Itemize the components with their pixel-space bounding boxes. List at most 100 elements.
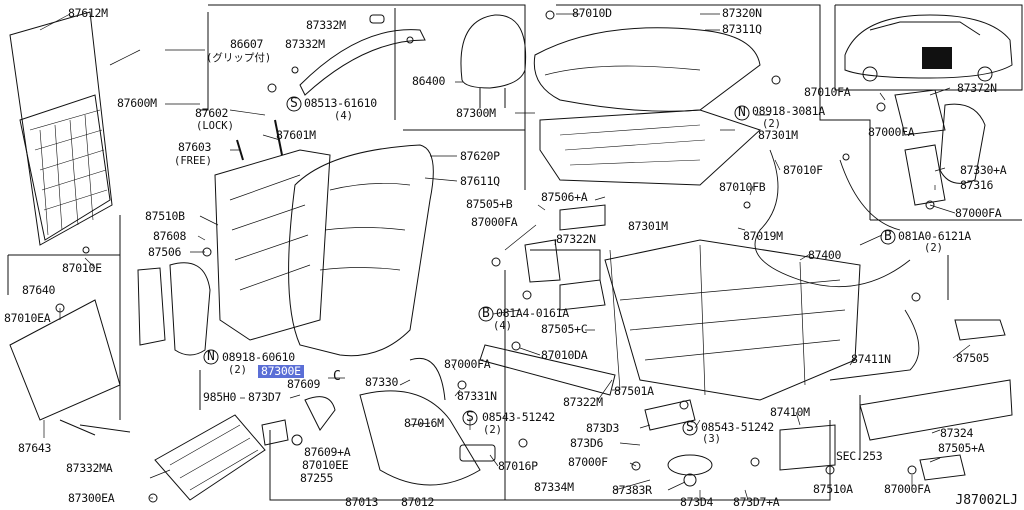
leader-frame-left <box>200 12 209 111</box>
part-label[interactable]: 87255 <box>300 471 334 485</box>
part-label[interactable]: 87322N <box>556 232 596 246</box>
lower-cover <box>9 299 121 421</box>
part-label[interactable]: 87300M <box>456 106 496 120</box>
part-label[interactable]: 081A4-0161A <box>496 306 569 320</box>
part-label[interactable]: 86400 <box>412 74 446 88</box>
part-label[interactable]: 87411N <box>851 352 891 366</box>
part-label[interactable]: 86607 <box>230 37 264 51</box>
part-label[interactable]: 87620P <box>460 149 500 163</box>
part-label[interactable]: 87602 <box>195 106 229 120</box>
rail-cover-left <box>479 344 616 396</box>
part-label[interactable]: 87400 <box>808 248 842 262</box>
part-label[interactable]: 87324 <box>940 426 974 440</box>
part-label[interactable]: 87320N <box>722 6 762 20</box>
prefix-s-2: S <box>466 410 474 425</box>
part-label[interactable]: 87372N <box>957 81 997 95</box>
head-rest <box>460 14 527 89</box>
section-reference[interactable]: SEC.253 <box>836 449 883 463</box>
part-label[interactable]: 87010EE <box>302 458 349 472</box>
part-label[interactable]: 87506+A <box>541 190 588 204</box>
part-label[interactable]: 87010F <box>783 163 823 177</box>
part-label[interactable]: 87334M <box>534 480 574 494</box>
part-label[interactable]: 87010DA <box>541 348 588 362</box>
part-label[interactable]: 87300EA <box>68 491 115 505</box>
part-label[interactable]: 08918-3081A <box>752 104 825 118</box>
part-label[interactable]: 873D7+A <box>733 495 780 509</box>
part-label[interactable]: 87609 <box>287 377 321 391</box>
part-label[interactable]: 87510B <box>145 209 185 223</box>
part-label[interactable]: 87311Q <box>722 22 762 36</box>
part-label[interactable]: 87010D <box>572 6 612 20</box>
part-label[interactable]: 87000FA <box>868 125 915 139</box>
part-label[interactable]: 873D7 <box>248 390 282 404</box>
part-label[interactable]: 87510A <box>813 482 853 496</box>
part-label[interactable]: 87010E <box>62 261 102 275</box>
part-label[interactable]: 87301M <box>628 219 668 233</box>
part-label[interactable]: 87000FA <box>884 482 931 496</box>
part-label[interactable]: 87332M <box>285 37 325 51</box>
part-label[interactable]: 87012 <box>401 495 435 509</box>
part-label[interactable]: 87505+C <box>541 322 588 336</box>
part-label[interactable]: 87505+A <box>938 441 985 455</box>
part-label[interactable]: 08513-61610 <box>304 96 377 110</box>
part-label[interactable]: 87322M <box>563 395 603 409</box>
part-label[interactable]: 87608 <box>153 229 187 243</box>
part-label[interactable]: 87600M <box>117 96 157 110</box>
part-label[interactable]: 87331N <box>457 389 497 403</box>
part-label[interactable]: 87000FA <box>444 357 491 371</box>
part-label[interactable]: 87330 <box>365 375 399 389</box>
part-label[interactable]: 87332MA <box>66 461 113 475</box>
prefix-b-2: B <box>482 306 490 321</box>
part-label[interactable]: 87640 <box>22 283 56 297</box>
part-label[interactable]: 87000FA <box>471 215 518 229</box>
part-label[interactable]: 87010FB <box>719 180 766 194</box>
seat-back-panel <box>9 11 113 246</box>
part-label[interactable]: 87383R <box>612 483 652 497</box>
part-label[interactable]: 081A0-6121A <box>898 229 971 243</box>
part-label[interactable]: 87505+B <box>466 197 513 211</box>
part-label[interactable]: 87410M <box>770 405 810 419</box>
part-label[interactable]: 87601M <box>276 128 316 142</box>
part-note: (2) <box>924 242 943 254</box>
seat-back-cushion <box>288 144 434 357</box>
trim-cover <box>154 414 266 501</box>
part-label[interactable]: 87643 <box>18 441 52 455</box>
part-label[interactable]: 985H0 <box>203 390 237 404</box>
part-label[interactable]: 873D4 <box>680 495 714 509</box>
part-label[interactable]: 87016P <box>498 459 538 473</box>
highlighted-part-label[interactable]: 87300E <box>258 365 304 378</box>
part-label[interactable]: 87611Q <box>460 174 500 188</box>
part-label[interactable]: 87016M <box>404 416 444 430</box>
leader-frame-top <box>208 4 526 135</box>
part-label[interactable]: 87010EA <box>4 311 51 325</box>
part-label[interactable]: 08543-51242 <box>701 420 774 434</box>
part-label[interactable]: 87332M <box>306 18 346 32</box>
prefix-n-2: N <box>207 349 215 364</box>
car-location-marker <box>922 47 952 69</box>
part-note: (2) <box>762 118 781 130</box>
rail-cover-right <box>859 379 1013 441</box>
highlight-letter: C <box>333 369 341 384</box>
diagram-code: J87002LJ <box>955 493 1018 508</box>
part-label[interactable]: 87000F <box>568 455 608 469</box>
part-label[interactable]: 87301M <box>758 128 798 142</box>
part-label[interactable]: 87506 <box>148 245 182 259</box>
part-label[interactable]: 87010FA <box>804 85 851 99</box>
part-label[interactable]: 87603 <box>178 140 212 154</box>
part-note: (4) <box>493 320 512 332</box>
part-label[interactable]: 08918-60610 <box>222 350 295 364</box>
part-label[interactable]: 87330+A <box>960 163 1007 177</box>
part-label[interactable]: 87501A <box>614 384 654 398</box>
part-label[interactable]: 87612M <box>68 6 108 20</box>
part-label[interactable]: 87505 <box>956 351 990 365</box>
part-label[interactable]: 87019M <box>743 229 783 243</box>
part-label[interactable]: 873D6 <box>570 436 604 450</box>
part-label[interactable]: 87000FA <box>955 206 1002 220</box>
side-bracket <box>894 89 946 136</box>
part-label[interactable]: 873D3 <box>586 421 620 435</box>
part-label[interactable]: 87316 <box>960 178 994 192</box>
part-label[interactable]: 08543-51242 <box>482 410 555 424</box>
part-label[interactable]: 87609+A <box>304 445 351 459</box>
part-label[interactable]: 87013 <box>345 495 379 509</box>
